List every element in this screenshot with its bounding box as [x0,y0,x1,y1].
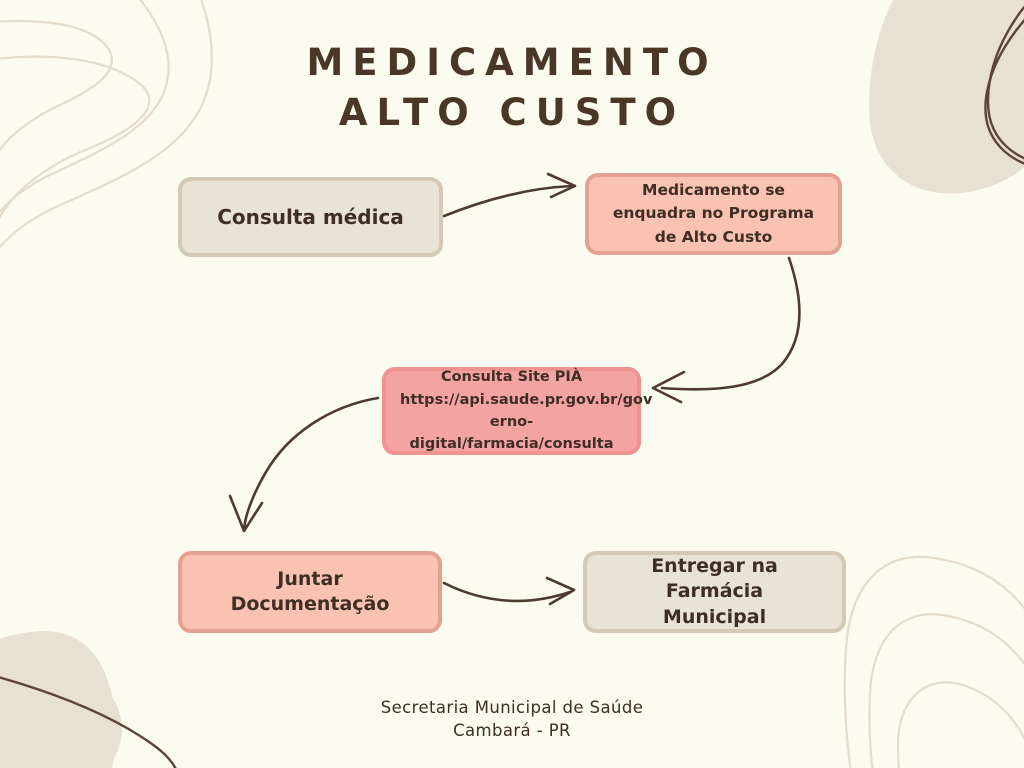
footer: Secretaria Municipal de Saúde Cambará - … [0,696,1024,743]
arrow-site-pia-to-juntar [228,396,380,533]
flow-node-entregar-farmacia[interactable]: Entregar na Farmácia Municipal [583,551,846,633]
flow-node-juntar-documentacao[interactable]: Juntar Documentação [178,551,442,633]
page-title-line-1: MEDICAMENTO [306,41,718,84]
arrow-enquadra-to-site-pia [651,256,801,404]
footer-line-1: Secretaria Municipal de Saúde [380,698,644,717]
flow-node-consulta-site-pia[interactable]: Consulta Site PIÀ https://api.saude.pr.g… [382,367,653,455]
flow-node-enquadra-programa[interactable]: Medicamento se enquadra no Programa de A… [585,173,842,255]
flow-node-consulta-medica-label: Consulta médica [217,204,404,229]
arrow-consulta-to-enquadra [442,172,577,218]
flow-node-entregar-farmacia-label: Entregar na Farmácia Municipal [651,554,778,628]
arrow-juntar-to-entregar [442,576,576,606]
page-title: MEDICAMENTO ALTO CUSTO [0,38,1024,137]
footer-line-2: Cambará - PR [453,721,571,741]
flow-node-consulta-site-pia-label: Consulta Site PIÀ https://api.saude.pr.g… [400,369,653,453]
flow-node-consulta-medica[interactable]: Consulta médica [178,177,443,257]
page-title-line-2: ALTO CUSTO [338,90,686,134]
flow-node-enquadra-programa-label: Medicamento se enquadra no Programa de A… [612,181,815,246]
flow-node-juntar-documentacao-label: Juntar Documentação [230,568,390,615]
